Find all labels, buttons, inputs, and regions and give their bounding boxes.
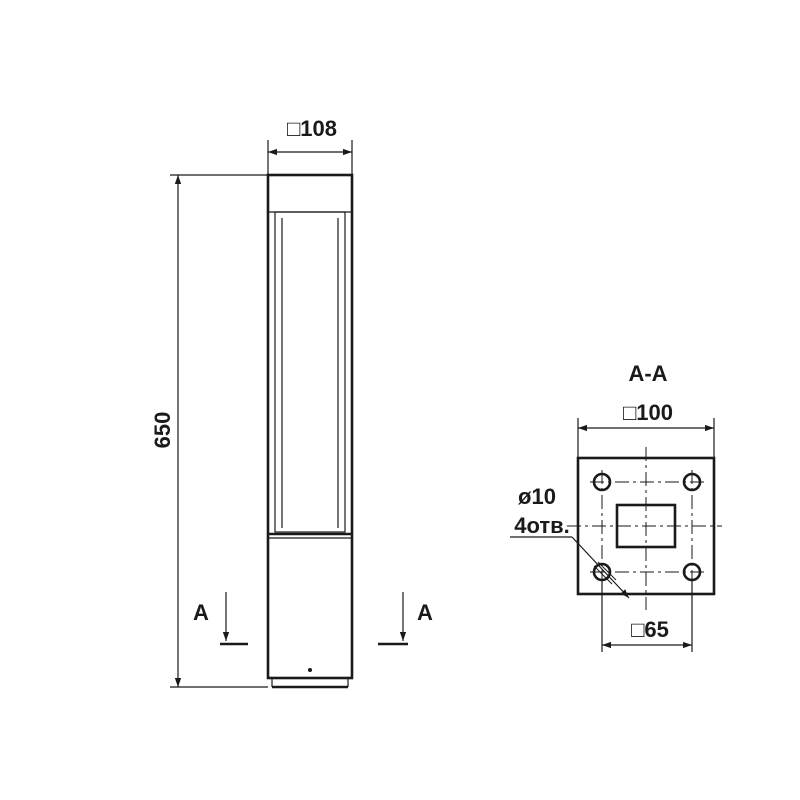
section-mark-right: A (378, 592, 433, 646)
hole-leader: ø10 4отв. (510, 484, 630, 599)
section-title: A-A (628, 361, 667, 386)
width-label: □108 (287, 116, 337, 141)
mounting-hole (592, 472, 612, 492)
diffuser-window (274, 211, 346, 533)
section-mark-left: A (193, 592, 248, 646)
plate-dimension: □100 (577, 400, 715, 458)
section-mark-right-label: A (417, 600, 433, 625)
height-label: 650 (150, 412, 175, 449)
screw-dot (308, 668, 312, 672)
cable-opening (615, 503, 677, 549)
height-dimension: 650 (150, 174, 268, 688)
hole-spacing-dimension: □65 (601, 580, 693, 652)
hole-diameter-label: ø10 (518, 484, 556, 509)
plate-label: □100 (623, 400, 673, 425)
base-plate-section (567, 447, 722, 610)
width-dimension: □108 (267, 116, 353, 175)
hole-spacing-label: □65 (631, 617, 669, 642)
bollard-outline (266, 173, 354, 680)
hole-count-label: 4отв. (514, 513, 570, 538)
bollard-elevation (266, 173, 354, 689)
mounting-hole (682, 472, 702, 492)
section-mark-left-label: A (193, 600, 209, 625)
